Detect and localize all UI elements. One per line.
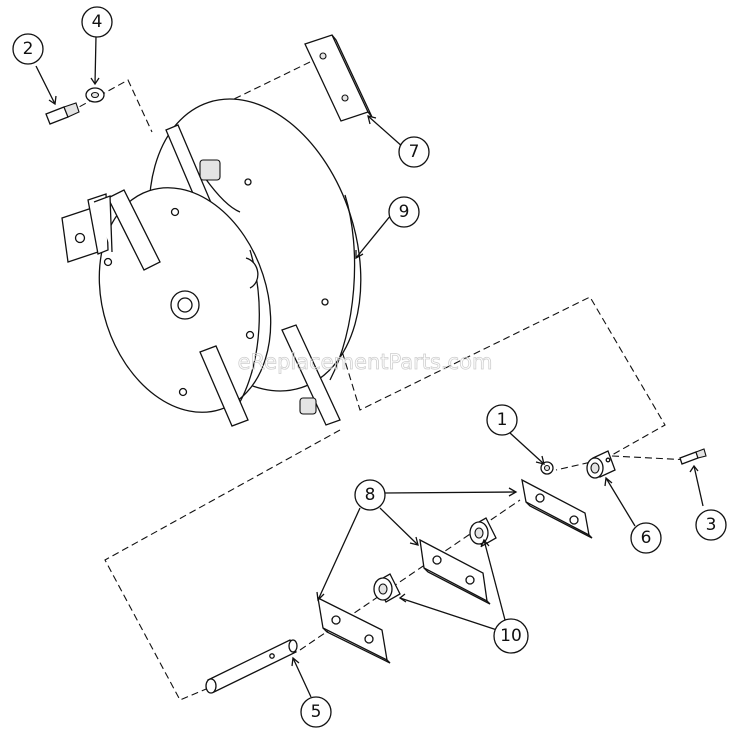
watermark-text: eReplacementParts.com (238, 350, 493, 374)
front-disc (98, 187, 272, 427)
set-screw (679, 448, 707, 465)
link-plates (317, 478, 593, 664)
callout-10: 10 (493, 618, 529, 654)
collar (586, 450, 616, 479)
callout-5-label: 5 (311, 702, 322, 722)
callout-3: 3 (695, 509, 727, 541)
callout-8-label: 8 (365, 485, 376, 505)
callout-7: 7 (398, 136, 430, 168)
washer (85, 87, 105, 103)
callout-8: 8 (354, 479, 386, 511)
rear-lower-blade (281, 324, 341, 426)
rear-lower-nut (299, 397, 317, 415)
left-brackets (61, 193, 113, 263)
callout-6: 6 (630, 522, 662, 554)
callout-9: 9 (388, 196, 420, 228)
nut (540, 461, 554, 475)
callout-6-label: 6 (641, 528, 652, 548)
knife-plate-top (304, 34, 373, 122)
callout-1: 1 (486, 404, 518, 436)
pin (205, 639, 298, 694)
bolt (45, 102, 80, 125)
callout-1-label: 1 (497, 410, 508, 430)
callout-7-label: 7 (409, 142, 420, 162)
callout-10-label: 10 (500, 626, 522, 646)
leader-lines (35, 35, 704, 698)
shaft-boss (245, 257, 259, 289)
link-plate-lower (317, 596, 388, 662)
link-plate-middle (419, 538, 488, 603)
callout-4-label: 4 (92, 12, 103, 32)
hub (170, 290, 200, 320)
callout-4: 4 (81, 6, 113, 38)
callout-3-label: 3 (706, 515, 717, 535)
rear-nut (199, 159, 221, 181)
spacers (373, 517, 497, 603)
front-upper-blade (107, 189, 161, 271)
hub-keyway (177, 297, 193, 313)
callout-5: 5 (300, 696, 332, 728)
callout-9-label: 9 (399, 202, 410, 222)
callout-2: 2 (12, 33, 44, 65)
front-lower-blade (199, 345, 249, 427)
callout-2-label: 2 (23, 39, 34, 59)
